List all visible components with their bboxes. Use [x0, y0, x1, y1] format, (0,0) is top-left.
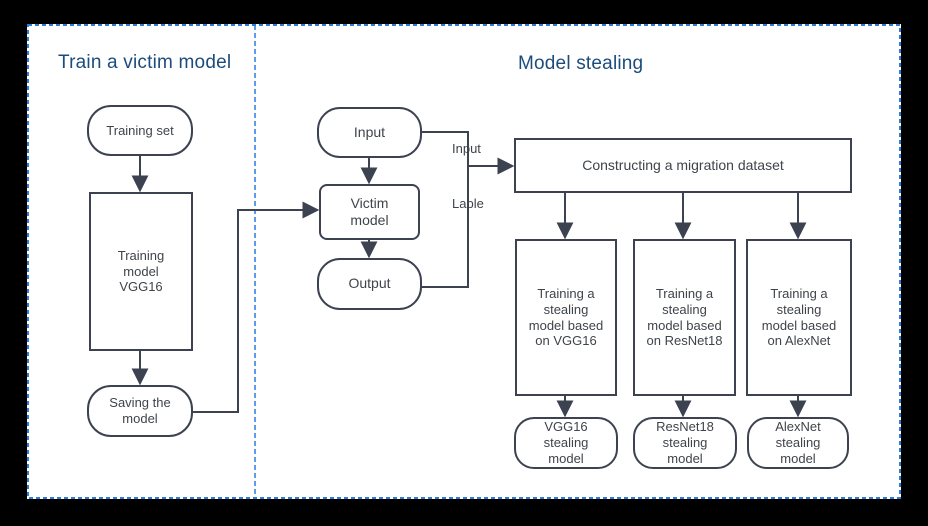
- node-train-steal-alexnet: Training a stealing model based on AlexN…: [746, 239, 852, 396]
- node-saving-the-model: Saving the model: [87, 385, 193, 437]
- node-train-steal-resnet18: Training a stealing model based on ResNe…: [633, 239, 736, 396]
- node-victim-model: Victim model: [319, 184, 420, 240]
- node-train-steal-vgg16: Training a stealing model based on VGG16: [515, 239, 617, 396]
- left-section-title: Train a victim model: [58, 52, 232, 73]
- edge-label-input: Input: [452, 141, 481, 156]
- right-section-title: Model stealing: [518, 53, 644, 74]
- node-output: Output: [317, 258, 422, 310]
- node-steal-model-alexnet: AlexNet stealing model: [747, 417, 849, 469]
- node-training-set: Training set: [87, 105, 193, 156]
- node-input: Input: [317, 107, 422, 158]
- node-migration-dataset: Constructing a migration dataset: [514, 138, 852, 193]
- node-steal-model-resnet18: ResNet18 stealing model: [633, 417, 737, 469]
- node-steal-model-vgg16: VGG16 stealing model: [514, 417, 618, 469]
- node-training-model-vgg16: Training model VGG16: [89, 192, 193, 351]
- edge-label-lable: Lable: [452, 196, 484, 211]
